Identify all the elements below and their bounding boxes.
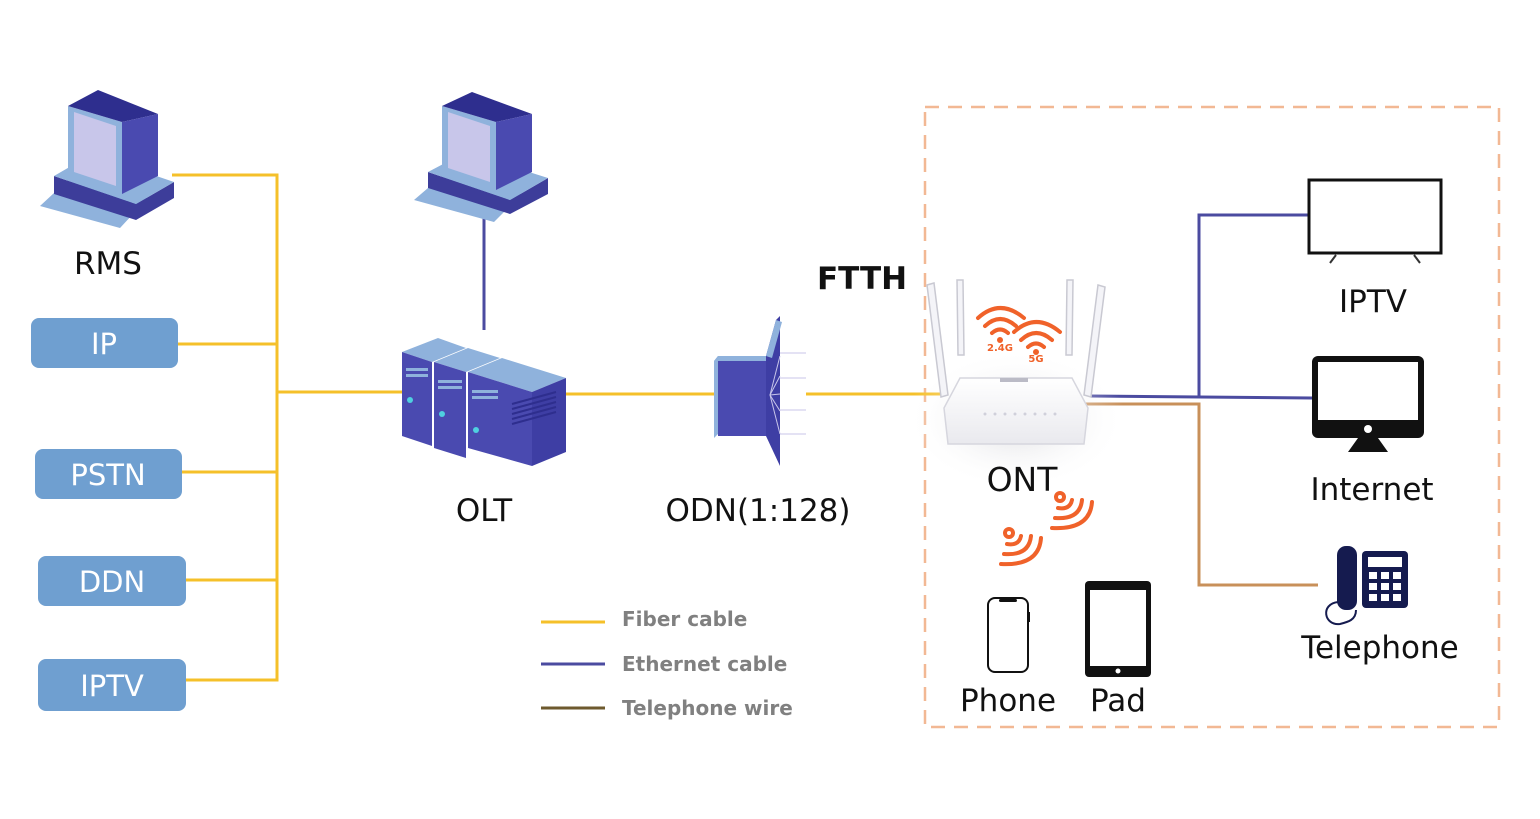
wifi-band-2-4g: 2.4G xyxy=(987,343,1013,354)
rms-computer-icon xyxy=(40,90,174,228)
wireless-signal-icon-right xyxy=(1050,491,1094,531)
rms-label: RMS xyxy=(74,246,142,282)
ont-router-icon xyxy=(906,279,1126,490)
fiber-cables-head-end xyxy=(172,173,945,682)
legend-item-ethernet: Ethernet cable xyxy=(541,652,787,676)
svg-text:DDN: DDN xyxy=(79,565,145,599)
phone-label: Phone xyxy=(960,683,1056,719)
svg-text:Ethernet cable: Ethernet cable xyxy=(622,652,787,676)
service-box-pstn: PSTN xyxy=(35,449,182,499)
svg-text:PSTN: PSTN xyxy=(70,458,145,492)
fiber-line-rms xyxy=(172,173,279,682)
svg-text:IP: IP xyxy=(91,327,117,361)
svg-text:Fiber cable: Fiber cable xyxy=(622,607,747,631)
olt-server-icon xyxy=(402,338,566,466)
internet-label: Internet xyxy=(1310,472,1433,508)
pad-label: Pad xyxy=(1090,683,1146,719)
odn-splitter-icon xyxy=(714,316,806,466)
legend: Fiber cable Ethernet cable Telephone wir… xyxy=(541,607,793,720)
telephone-label: Telephone xyxy=(1300,630,1458,666)
tablet-icon xyxy=(1085,581,1151,677)
service-box-ddn: DDN xyxy=(38,556,186,606)
ethernet-cables-premises xyxy=(1089,213,1313,400)
svg-text:Telephone wire: Telephone wire xyxy=(622,696,793,720)
wifi-2-4g-dot xyxy=(997,337,1003,343)
ont-label: ONT xyxy=(987,460,1059,499)
svg-text:IPTV: IPTV xyxy=(80,669,144,703)
olt-management-computer-icon xyxy=(414,92,548,222)
wifi-band-5g: 5G xyxy=(1028,354,1043,365)
odn-label: ODN(1:128) xyxy=(666,493,851,529)
ftth-title: FTTH xyxy=(817,261,907,297)
telephone-wire-premises xyxy=(1085,402,1318,587)
legend-item-telephone-wire: Telephone wire xyxy=(541,696,793,720)
tv-icon xyxy=(1307,178,1443,264)
service-box-iptv: IPTV xyxy=(38,659,186,711)
wireless-signal-icon-left xyxy=(999,527,1043,567)
wifi-5g-dot xyxy=(1033,349,1039,355)
wifi-5g-icon xyxy=(1012,320,1062,349)
iptv-endpoint-label: IPTV xyxy=(1339,284,1407,320)
olt-label: OLT xyxy=(456,493,513,529)
legend-item-fiber: Fiber cable xyxy=(541,607,747,631)
telephone-icon xyxy=(1325,546,1408,626)
wifi-2-4g-icon xyxy=(976,306,1026,335)
service-box-ip: IP xyxy=(31,318,178,368)
monitor-icon xyxy=(1312,356,1424,452)
smartphone-icon xyxy=(987,597,1030,673)
